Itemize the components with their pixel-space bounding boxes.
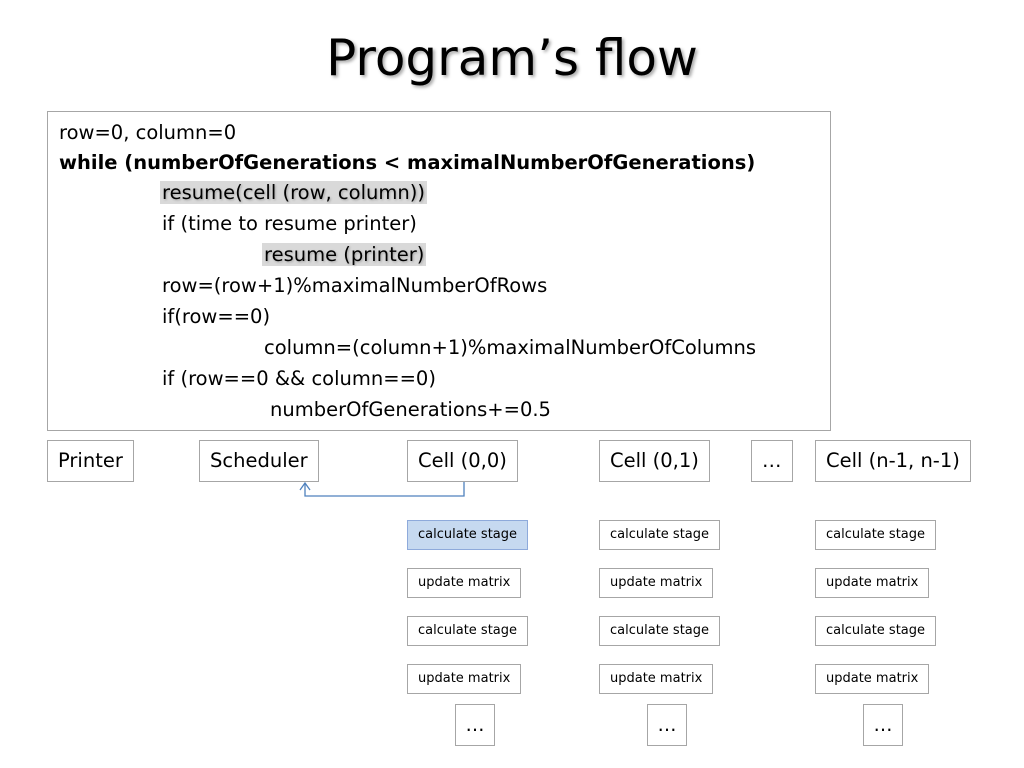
- cell-n-update-matrix-2: update matrix: [815, 664, 930, 694]
- ellipsis-box: …: [751, 440, 793, 482]
- cell-0-1-update-matrix: update matrix: [599, 568, 714, 598]
- code-line-column-increment: column=(column+1)%maximalNumberOfColumns: [264, 336, 757, 359]
- scheduler-box: Scheduler: [199, 440, 319, 482]
- cell-0-0-box: Cell (0,0): [407, 440, 518, 482]
- code-line-generations: numberOfGenerations+=0.5: [270, 398, 551, 421]
- cell-n-calculate-stage-2: calculate stage: [815, 616, 937, 646]
- cell-0-1-more: …: [647, 704, 687, 746]
- cell-n-more: …: [863, 704, 903, 746]
- code-line-init: row=0, column=0: [59, 121, 237, 144]
- cell-0-0-more: …: [455, 704, 495, 746]
- code-line-row-increment: row=(row+1)%maximalNumberOfRows: [162, 274, 548, 297]
- cell-n-box: Cell (n-1, n-1): [815, 440, 971, 482]
- pseudocode-box: row=0, column=0 while (numberOfGeneratio…: [47, 111, 831, 431]
- cell-0-1-calculate-stage-2: calculate stage: [599, 616, 721, 646]
- cell-n-update-matrix: update matrix: [815, 568, 930, 598]
- printer-box: Printer: [47, 440, 134, 482]
- cell-n-calculate-stage: calculate stage: [815, 520, 937, 550]
- code-line-if-row-zero: if(row==0): [162, 305, 271, 328]
- cell-0-0-update-matrix-2: update matrix: [407, 664, 522, 694]
- cell-0-0-calculate-stage: calculate stage: [407, 520, 529, 550]
- code-line-resume-printer: resume (printer): [262, 240, 427, 270]
- code-line-while: while (numberOfGenerations < maximalNumb…: [59, 151, 756, 174]
- code-line-if-printer: if (time to resume printer): [162, 212, 417, 235]
- code-line-resume-cell: resume(cell (row, column)): [160, 178, 427, 208]
- cell-0-0-update-matrix: update matrix: [407, 568, 522, 598]
- code-line-if-wrap: if (row==0 && column==0): [162, 367, 436, 390]
- cell-0-1-calculate-stage: calculate stage: [599, 520, 721, 550]
- highlight-resume-cell: resume(cell (row, column)): [160, 181, 427, 204]
- slide-title: Program’s flow: [326, 29, 698, 87]
- cell-0-0-calculate-stage-2: calculate stage: [407, 616, 529, 646]
- cell-0-1-box: Cell (0,1): [599, 440, 710, 482]
- cell-0-1-update-matrix-2: update matrix: [599, 664, 714, 694]
- highlight-resume-printer: resume (printer): [262, 243, 427, 266]
